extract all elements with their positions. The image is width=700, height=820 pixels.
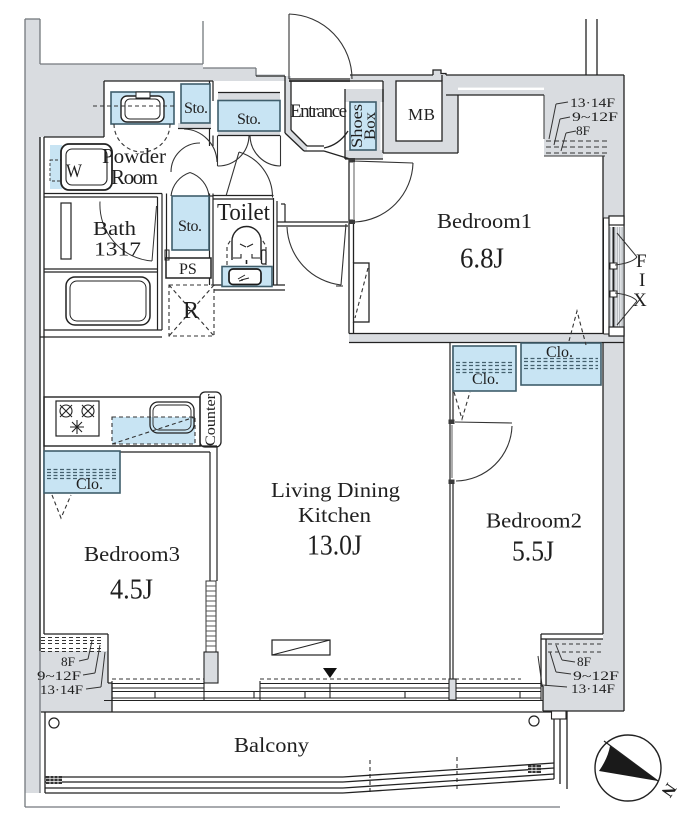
svg-text:Sto.: Sto. <box>184 100 208 117</box>
svg-text:Bedroom2: Bedroom2 <box>486 509 582 533</box>
svg-text:PS: PS <box>179 261 197 278</box>
svg-text:Bath: Bath <box>93 218 136 240</box>
svg-text:Living Dining: Living Dining <box>271 478 400 502</box>
svg-text:9~12F: 9~12F <box>37 668 81 683</box>
svg-text:8F: 8F <box>577 654 591 669</box>
svg-text:13.0J: 13.0J <box>307 531 362 562</box>
svg-text:Toilet: Toilet <box>217 200 270 226</box>
svg-text:Bedroom3: Bedroom3 <box>84 542 180 566</box>
svg-text:13·14F: 13·14F <box>40 682 83 697</box>
svg-text:Clo.: Clo. <box>76 476 103 493</box>
svg-text:MB: MB <box>408 105 435 124</box>
svg-text:9~12F: 9~12F <box>573 668 619 683</box>
svg-text:Bedroom1: Bedroom1 <box>437 209 532 233</box>
svg-text:Kitchen: Kitchen <box>298 503 371 527</box>
svg-text:Balcony: Balcony <box>234 733 309 757</box>
svg-text:Entrance: Entrance <box>290 101 347 122</box>
svg-text:4.5J: 4.5J <box>110 575 153 606</box>
svg-text:I: I <box>639 270 645 291</box>
svg-text:Powder: Powder <box>102 144 166 168</box>
svg-text:8F: 8F <box>61 654 75 669</box>
svg-text:X: X <box>633 290 647 311</box>
svg-text:F: F <box>636 251 647 272</box>
svg-text:Shoes: Shoes <box>349 104 366 148</box>
svg-text:6.8J: 6.8J <box>460 244 504 275</box>
svg-text:R: R <box>183 298 199 324</box>
svg-text:8F: 8F <box>576 123 590 138</box>
svg-text:W: W <box>66 161 82 182</box>
svg-text:Box: Box <box>362 112 379 140</box>
svg-text:9~12F: 9~12F <box>572 109 618 124</box>
svg-text:Clo.: Clo. <box>546 344 573 361</box>
svg-text:Clo.: Clo. <box>472 371 499 388</box>
svg-text:Room: Room <box>111 165 158 189</box>
svg-text:Counter: Counter <box>203 394 219 446</box>
svg-text:5.5J: 5.5J <box>512 537 554 568</box>
svg-text:13·14F: 13·14F <box>571 681 615 696</box>
svg-text:1317: 1317 <box>94 239 141 261</box>
svg-text:Sto.: Sto. <box>178 218 202 235</box>
svg-text:Sto.: Sto. <box>237 111 261 128</box>
svg-text:13·14F: 13·14F <box>570 95 615 110</box>
